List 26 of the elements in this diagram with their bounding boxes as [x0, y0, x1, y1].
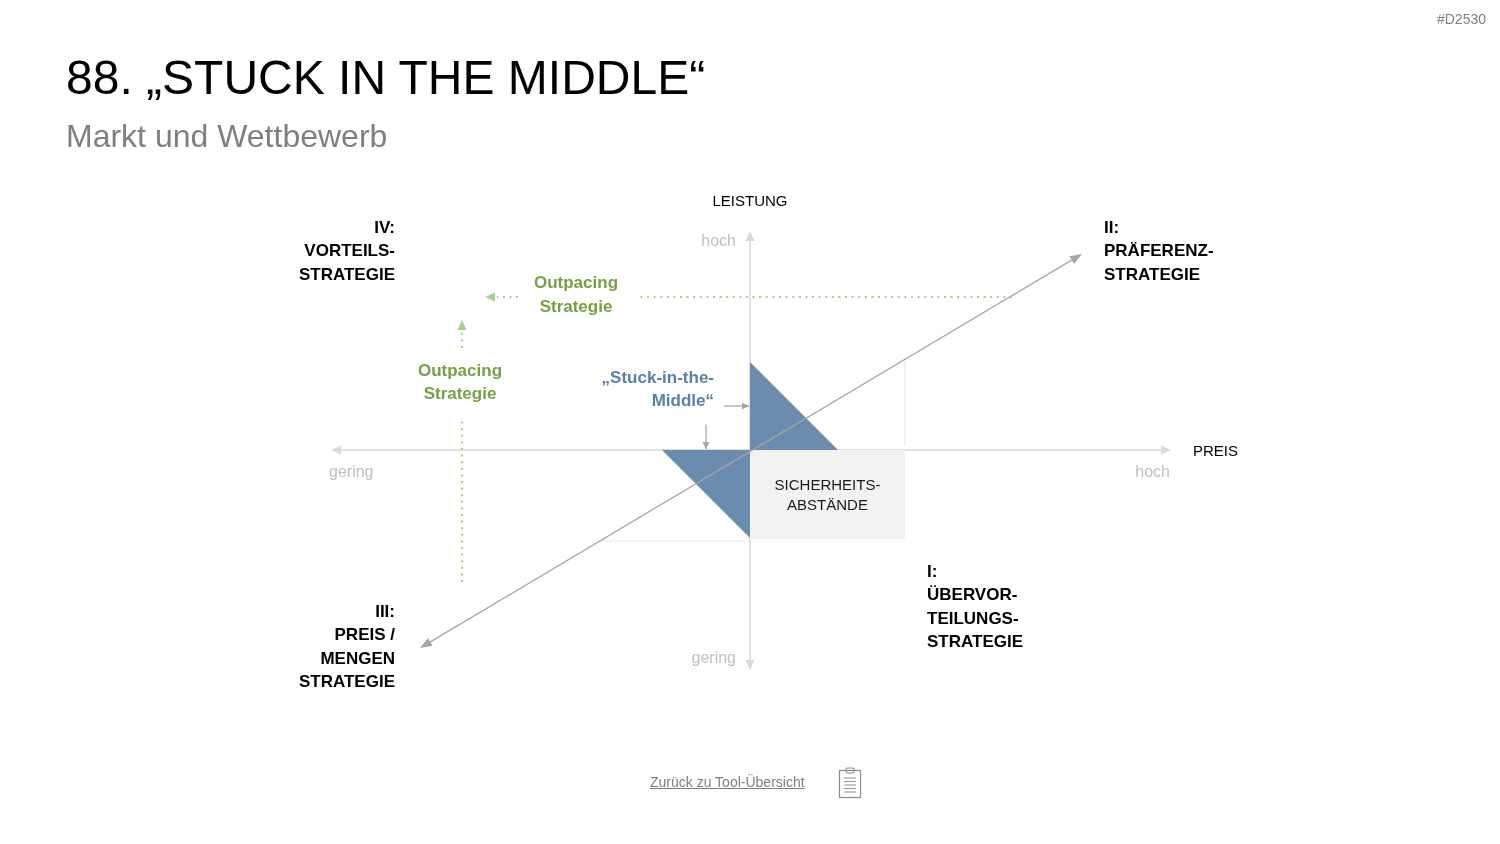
subtitle: Markt und Wettbewerb [66, 116, 389, 156]
quadrant-number: III: [374, 600, 395, 623]
leader-arrow [702, 423, 710, 450]
strategy-label: PREIS / MENGEN STRATEGIE [297, 624, 395, 693]
quadrant-number: I: [927, 560, 939, 583]
strategy-label: VORTEILS- STRATEGIE [297, 240, 395, 286]
triangle-area [662, 450, 750, 538]
quadrant-number: II: [1104, 216, 1121, 239]
arrow-label: Outpacing Strategie [417, 359, 503, 405]
back-link: Zurück zu Tool-Übersicht [650, 773, 806, 791]
slide-code: #D2530 [1435, 10, 1486, 28]
axis-scale-label: hoch [1134, 461, 1170, 481]
page-title: 88. „STUCK IN THE MIDDLE“ [66, 50, 707, 105]
triangle-area [750, 362, 838, 450]
strategy-label: ÜBERVOR- TEILUNGS- STRATEGIE [927, 584, 1025, 653]
strategy-label: PRÄFERENZ- STRATEGIE [1104, 240, 1215, 286]
quadrant-number: IV: [373, 216, 395, 239]
leader-arrow [723, 402, 750, 410]
axis-scale-label: gering [329, 462, 375, 482]
axis-title: LEISTUNG [711, 191, 789, 210]
callout-label: „Stuck-in-the- Middle“ [600, 365, 714, 413]
axis-scale-label: gering [690, 648, 736, 668]
axis-scale-label: hoch [700, 230, 736, 250]
arrow-label: Outpacing Strategie [533, 272, 619, 318]
safety-margin-box: SICHERHEITS- ABSTÄNDE [750, 450, 905, 539]
axis-title: PREIS [1193, 441, 1239, 460]
